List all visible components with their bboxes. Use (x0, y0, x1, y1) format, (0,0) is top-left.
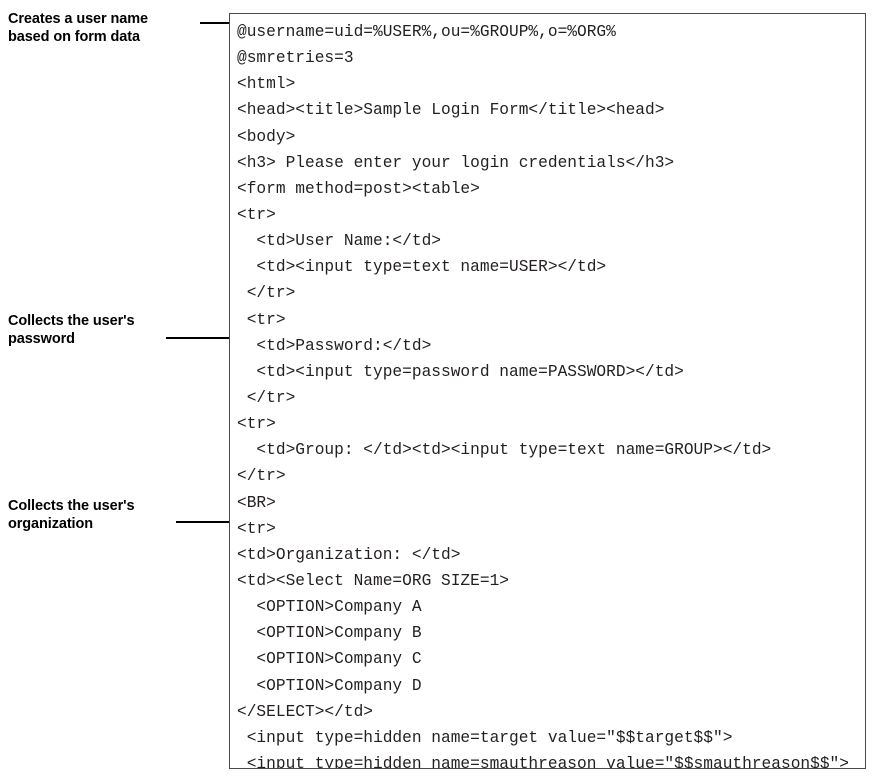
code-line: <OPTION>Company D (237, 676, 422, 695)
code-line: <form method=post><table> (237, 179, 480, 198)
code-line: <OPTION>Company A (237, 598, 422, 617)
code-line: <input type=hidden name=smauthreason val… (237, 754, 849, 769)
code-line: <td><input type=password name=PASSWORD><… (237, 362, 684, 381)
code-listing: @username=uid=%USER%,ou=%GROUP%,o=%ORG% @… (237, 19, 849, 769)
code-line: <body> (237, 127, 296, 146)
code-line: <td>Password:</td> (237, 336, 432, 355)
code-line: <td><input type=text name=USER></td> (237, 258, 607, 277)
code-line: <td>User Name:</td> (237, 232, 441, 251)
code-line: <tr> (237, 205, 276, 224)
code-line: <html> (237, 75, 296, 94)
leader-line-organization (176, 521, 230, 523)
code-line: <head><title>Sample Login Form</title><h… (237, 101, 665, 120)
code-line: <h3> Please enter your login credentials… (237, 153, 675, 172)
code-line: <td>Organization: </td> (237, 545, 461, 564)
code-line: <tr> (237, 310, 286, 329)
code-line: </SELECT></td> (237, 702, 373, 721)
code-listing-box: @username=uid=%USER%,ou=%GROUP%,o=%ORG% @… (229, 13, 866, 769)
code-line: <tr> (237, 519, 276, 538)
code-line: </tr> (237, 388, 296, 407)
code-line: <OPTION>Company B (237, 624, 422, 643)
code-line: @username=uid=%USER%,ou=%GROUP%,o=%ORG% (237, 23, 616, 41)
annotation-label-username: Creates a user name based on form data (8, 11, 148, 45)
leader-line-username (200, 22, 230, 24)
code-line: <td>Group: </td><td><input type=text nam… (237, 441, 772, 460)
code-line: <OPTION>Company C (237, 650, 422, 669)
leader-line-password (166, 337, 240, 339)
code-line: @smretries=3 (237, 49, 354, 68)
code-line: <td><Select Name=ORG SIZE=1> (237, 571, 509, 590)
annotation-label-password: Collects the user's password (8, 313, 135, 347)
code-line: </tr> (237, 467, 286, 486)
code-line: </tr> (237, 284, 296, 303)
code-line: <BR> (237, 493, 276, 512)
code-line: <tr> (237, 415, 276, 434)
code-line: <input type=hidden name=target value="$$… (237, 728, 733, 747)
annotation-label-organization: Collects the user's organization (8, 498, 135, 532)
